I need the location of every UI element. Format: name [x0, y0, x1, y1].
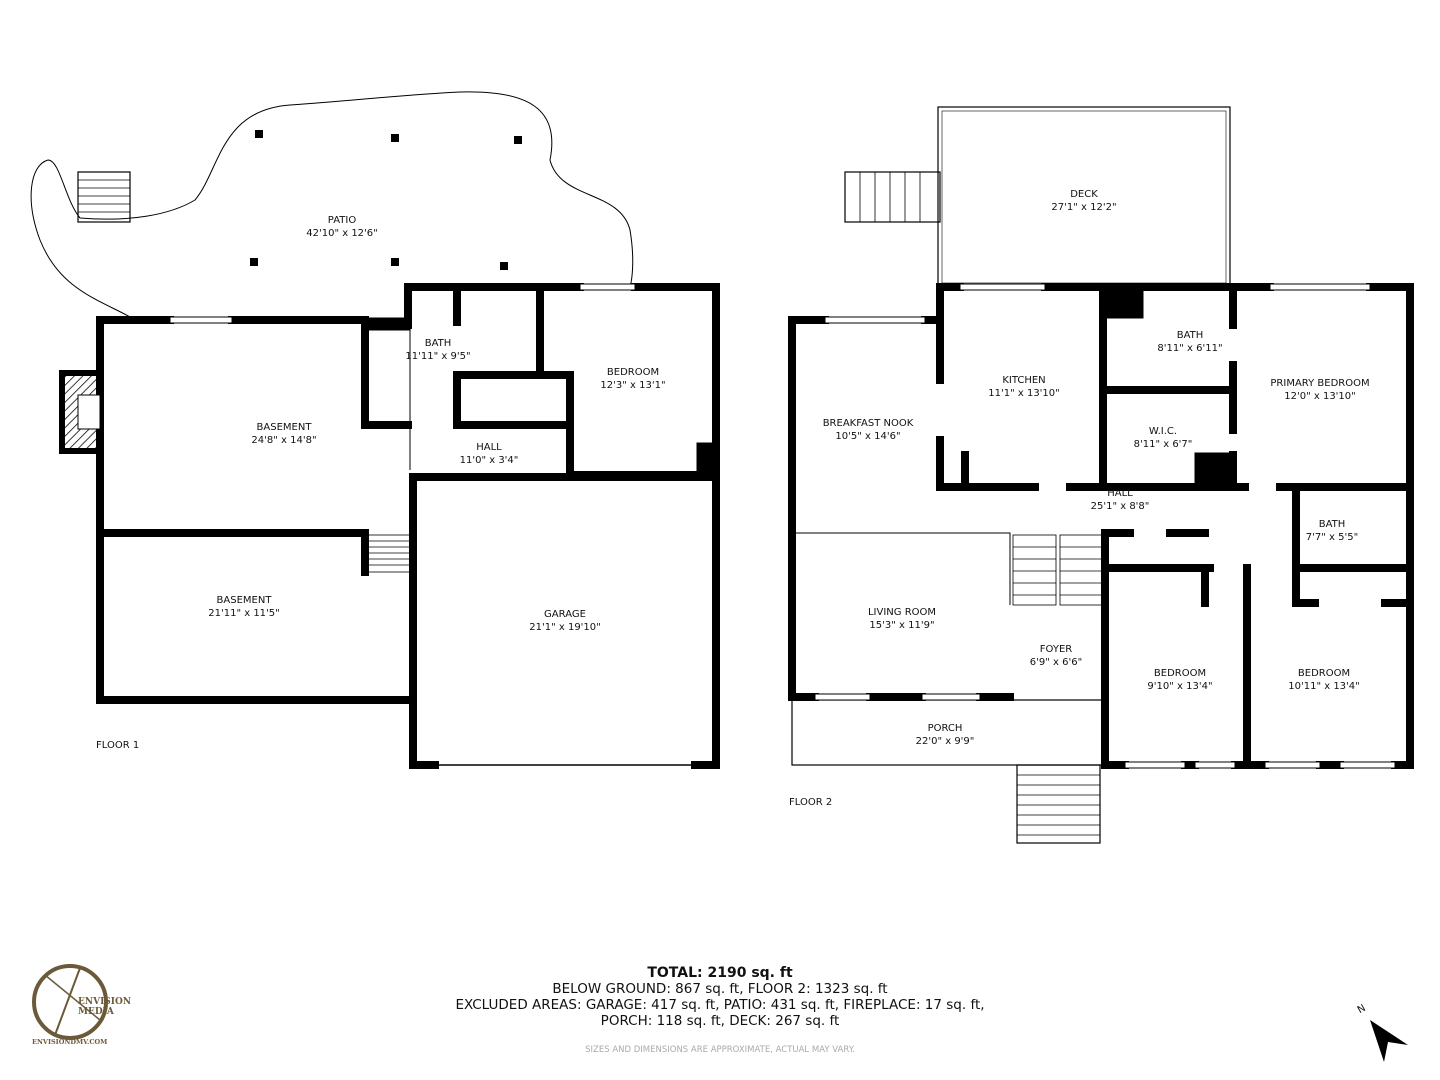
total-area: TOTAL: 2190 sq. ft — [647, 965, 793, 981]
compass-arrow-icon — [1370, 1020, 1408, 1062]
window — [169, 316, 233, 324]
disclaimer: SIZES AND DIMENSIONS ARE APPROXIMATE, AC… — [585, 1045, 855, 1055]
basement-stairs — [367, 534, 414, 573]
patio-stairs — [77, 171, 131, 223]
floor1-plan — [30, 91, 720, 769]
area-line-2: EXCLUDED AREAS: GARAGE: 417 sq. ft, PATI… — [455, 997, 985, 1013]
area-line-1: BELOW GROUND: 867 sq. ft, FLOOR 2: 1323 … — [552, 981, 888, 997]
floor2-label: FLOOR 2 — [789, 797, 833, 808]
floor1-label: FLOOR 1 — [96, 740, 140, 751]
logo: ENVISION MEDIA ENVISIONDMV.COM — [28, 962, 138, 1052]
logo-name: ENVISION MEDIA — [78, 997, 132, 1017]
room-label-wic: W.I.C.8'11" x 6'7" — [1133, 426, 1193, 450]
porch-stairs — [1016, 764, 1101, 844]
envision-media-logo — [32, 964, 108, 1040]
area-line-3: PORCH: 118 sq. ft, DECK: 267 sq. ft — [600, 1013, 840, 1029]
area-summary: TOTAL: 2190 sq. ft BELOW GROUND: 867 sq.… — [455, 965, 984, 1029]
windows — [814, 283, 1396, 769]
patio-posts — [250, 130, 522, 270]
patio-outline — [30, 91, 634, 319]
interior-stairs — [1012, 534, 1104, 606]
window — [579, 283, 636, 291]
logo-url: ENVISIONDMV.COM — [32, 1038, 108, 1046]
floor2-plan — [788, 106, 1414, 844]
deck-stairs — [844, 171, 941, 223]
